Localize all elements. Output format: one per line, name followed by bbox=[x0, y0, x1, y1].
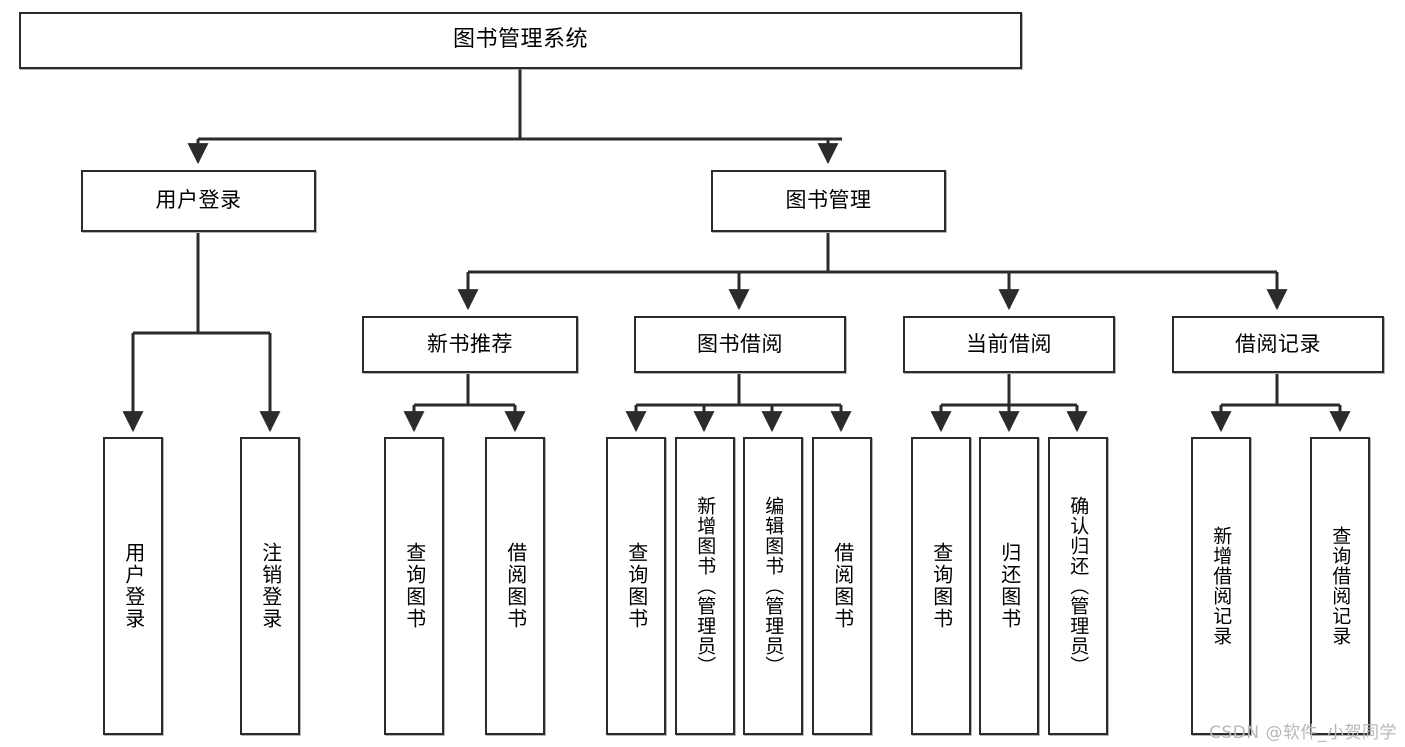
leaf-logout[interactable]: 注销登录 bbox=[240, 437, 300, 735]
leaf-query-borrow-record[interactable]: 查询借阅记录 bbox=[1310, 437, 1370, 735]
node-label: 借阅记录 bbox=[1235, 331, 1321, 356]
node-label: 图书借阅 bbox=[697, 331, 783, 356]
leaf-query-book-borrow[interactable]: 查询图书 bbox=[606, 437, 666, 735]
node-label: 图书管理 bbox=[785, 188, 872, 213]
node-label: 查询图书 bbox=[624, 542, 649, 630]
node-root-book-management-system[interactable]: 图书管理系统 bbox=[19, 12, 1022, 69]
leaf-borrow-book-recommend[interactable]: 借阅图书 bbox=[485, 437, 545, 735]
node-book-borrow[interactable]: 图书借阅 bbox=[634, 316, 846, 373]
node-borrow-record[interactable]: 借阅记录 bbox=[1172, 316, 1384, 373]
csdn-watermark: CSDN @软件_小贺同学 bbox=[1209, 723, 1397, 743]
leaf-query-book-recommend[interactable]: 查询图书 bbox=[384, 437, 444, 735]
leaf-query-book-current[interactable]: 查询图书 bbox=[911, 437, 971, 735]
node-label: 编辑图书（管理员） bbox=[762, 496, 785, 676]
node-user-login[interactable]: 用户登录 bbox=[81, 170, 316, 232]
node-label: 用户登录 bbox=[121, 542, 146, 630]
node-book-management[interactable]: 图书管理 bbox=[711, 170, 946, 232]
node-label: 新增借阅记录 bbox=[1210, 526, 1233, 646]
leaf-return-book[interactable]: 归还图书 bbox=[979, 437, 1039, 735]
node-label: 归还图书 bbox=[997, 542, 1022, 630]
node-label: 当前借阅 bbox=[966, 331, 1052, 356]
node-label: 新书推荐 bbox=[427, 331, 513, 356]
node-label: 借阅图书 bbox=[830, 542, 855, 630]
node-label: 用户登录 bbox=[155, 188, 242, 213]
leaf-user-login[interactable]: 用户登录 bbox=[103, 437, 163, 735]
leaf-borrow-book[interactable]: 借阅图书 bbox=[812, 437, 872, 735]
node-label: 确认归还（管理员） bbox=[1067, 496, 1090, 676]
leaf-confirm-return-admin[interactable]: 确认归还（管理员） bbox=[1048, 437, 1108, 735]
node-label: 借阅图书 bbox=[503, 542, 528, 630]
node-new-book-recommend[interactable]: 新书推荐 bbox=[362, 316, 578, 373]
node-label: 查询图书 bbox=[929, 542, 954, 630]
node-label: 新增图书（管理员） bbox=[694, 496, 717, 676]
node-label: 查询图书 bbox=[402, 542, 427, 630]
leaf-add-book-admin[interactable]: 新增图书（管理员） bbox=[675, 437, 735, 735]
leaf-edit-book-admin[interactable]: 编辑图书（管理员） bbox=[743, 437, 803, 735]
node-label: 注销登录 bbox=[258, 542, 283, 630]
node-label: 查询借阅记录 bbox=[1329, 526, 1352, 646]
node-current-borrow[interactable]: 当前借阅 bbox=[903, 316, 1115, 373]
node-label: 图书管理系统 bbox=[452, 27, 588, 53]
leaf-add-borrow-record[interactable]: 新增借阅记录 bbox=[1191, 437, 1251, 735]
